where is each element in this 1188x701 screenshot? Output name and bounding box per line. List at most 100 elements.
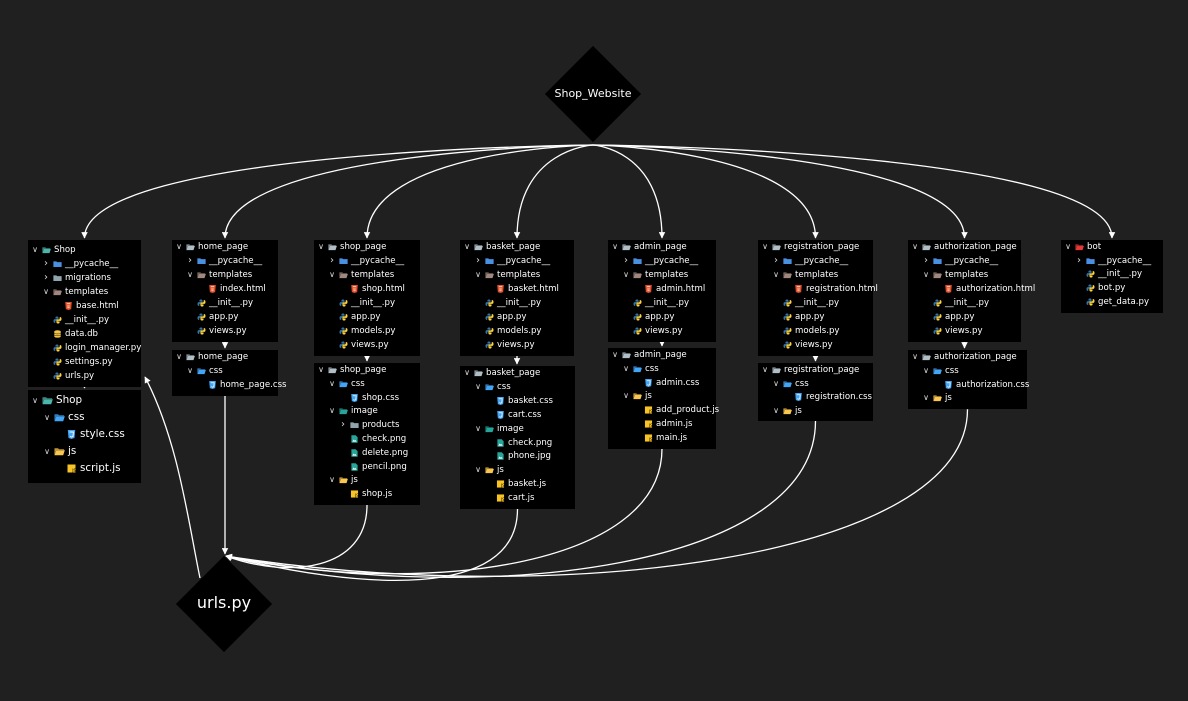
tree-row[interactable]: models.py — [314, 324, 420, 338]
chevron-down-icon[interactable]: ∨ — [923, 270, 929, 279]
tree-row[interactable]: shop.html — [314, 282, 420, 296]
tree-row[interactable]: ∨templates — [314, 268, 420, 282]
tree-row[interactable]: ∨js — [314, 473, 420, 487]
chevron-down-icon[interactable]: ∨ — [176, 352, 182, 361]
chevron-down-icon[interactable]: ∨ — [329, 270, 335, 279]
chevron-down-icon[interactable]: ∨ — [773, 405, 779, 415]
tree-row[interactable]: ›migrations — [28, 271, 141, 285]
tree-row[interactable]: ∨css — [460, 380, 575, 394]
chevron-down-icon[interactable]: ∨ — [923, 393, 929, 403]
tree-row[interactable]: ∨image — [314, 404, 420, 418]
tree-row[interactable]: ∨templates — [758, 268, 873, 282]
tree-row[interactable]: ›__pycache__ — [314, 254, 420, 268]
chevron-right-icon[interactable]: › — [774, 255, 778, 266]
tree-row[interactable]: ›__pycache__ — [1061, 254, 1163, 268]
tree-row[interactable]: views.py — [758, 338, 873, 352]
chevron-down-icon[interactable]: ∨ — [187, 270, 193, 279]
tree-row[interactable]: ∨shop_page — [314, 240, 420, 254]
tree-row[interactable]: ∨templates — [28, 285, 141, 299]
chevron-down-icon[interactable]: ∨ — [475, 381, 481, 391]
chevron-right-icon[interactable]: › — [1077, 254, 1081, 266]
tree-row[interactable]: views.py — [172, 324, 278, 338]
chevron-down-icon[interactable]: ∨ — [329, 406, 335, 416]
tree-row[interactable]: ∨templates — [460, 268, 574, 282]
tree-row[interactable]: ∨css — [314, 377, 420, 391]
chevron-down-icon[interactable]: ∨ — [329, 475, 335, 485]
chevron-down-icon[interactable]: ∨ — [762, 365, 768, 374]
chevron-down-icon[interactable]: ∨ — [762, 242, 768, 251]
tree-row[interactable]: ∨css — [172, 364, 278, 378]
chevron-down-icon[interactable]: ∨ — [623, 363, 629, 373]
chevron-down-icon[interactable]: ∨ — [187, 366, 193, 375]
tree-row[interactable]: ›__pycache__ — [908, 254, 1021, 268]
chevron-down-icon[interactable]: ∨ — [623, 270, 629, 279]
tree-row[interactable]: __init__.py — [172, 296, 278, 310]
tree-row[interactable]: ∨css — [908, 364, 1027, 378]
chevron-down-icon[interactable]: ∨ — [912, 352, 918, 361]
tree-row[interactable]: ∨basket_page — [460, 240, 574, 254]
tree-row[interactable]: views.py — [608, 324, 716, 338]
tree-row[interactable]: ∨image — [460, 422, 575, 436]
tree-row[interactable]: ›__pycache__ — [460, 254, 574, 268]
tree-row[interactable]: registration.css — [758, 390, 873, 404]
tree-row[interactable]: __init__.py — [28, 313, 141, 327]
tree-row[interactable]: ∨admin_page — [608, 348, 716, 362]
tree-row[interactable]: ∨admin_page — [608, 240, 716, 254]
chevron-right-icon[interactable]: › — [624, 255, 628, 266]
tree-row[interactable]: admin.html — [608, 282, 716, 296]
tree-row[interactable]: ∨bot — [1061, 240, 1163, 254]
tree-row[interactable]: app.py — [314, 310, 420, 324]
tree-row[interactable]: __init__.py — [314, 296, 420, 310]
chevron-down-icon[interactable]: ∨ — [44, 413, 50, 422]
tree-row[interactable]: models.py — [460, 324, 574, 338]
tree-row[interactable]: delete.png — [314, 446, 420, 460]
tree-row[interactable]: check.png — [314, 432, 420, 446]
chevron-right-icon[interactable]: › — [188, 255, 192, 266]
chevron-down-icon[interactable]: ∨ — [475, 423, 481, 433]
tree-row[interactable]: ∨authorization_page — [908, 240, 1021, 254]
tree-row[interactable]: authorization.html — [908, 282, 1035, 296]
chevron-down-icon[interactable]: ∨ — [912, 242, 918, 251]
tree-row[interactable]: ∨js — [28, 443, 141, 460]
tree-row[interactable]: data.db — [28, 327, 141, 341]
tree-row[interactable]: phone.jpg — [460, 449, 575, 463]
tree-row[interactable]: bot.py — [1061, 281, 1163, 295]
chevron-down-icon[interactable]: ∨ — [612, 350, 618, 359]
tree-row[interactable]: ∨registration_page — [758, 363, 873, 377]
tree-row[interactable]: __init__.py — [460, 296, 574, 310]
tree-row[interactable]: app.py — [908, 310, 1021, 324]
tree-row[interactable]: index.html — [172, 282, 278, 296]
tree-row[interactable]: ∨js — [758, 404, 873, 418]
tree-row[interactable]: ∨templates — [608, 268, 716, 282]
chevron-down-icon[interactable]: ∨ — [475, 270, 481, 279]
tree-row[interactable]: ∨js — [460, 463, 575, 477]
tree-row[interactable]: ∨css — [758, 377, 873, 391]
tree-row[interactable]: ∨js — [908, 391, 1027, 405]
tree-row[interactable]: app.py — [172, 310, 278, 324]
tree-row[interactable]: cart.css — [460, 408, 575, 422]
tree-row[interactable]: style.css — [28, 426, 141, 443]
tree-row[interactable]: check.png — [460, 436, 575, 450]
tree-row[interactable]: ∨templates — [908, 268, 1021, 282]
tree-row[interactable]: ›__pycache__ — [172, 254, 278, 268]
chevron-down-icon[interactable]: ∨ — [464, 368, 470, 377]
tree-row[interactable]: ∨home_page — [172, 350, 278, 364]
chevron-down-icon[interactable]: ∨ — [475, 465, 481, 475]
tree-row[interactable]: urls.py — [28, 369, 141, 383]
tree-row[interactable]: views.py — [908, 324, 1021, 338]
chevron-right-icon[interactable]: › — [44, 272, 48, 283]
chevron-down-icon[interactable]: ∨ — [176, 242, 182, 251]
chevron-down-icon[interactable]: ∨ — [623, 391, 629, 401]
tree-row[interactable]: __init__.py — [758, 296, 873, 310]
chevron-down-icon[interactable]: ∨ — [612, 242, 618, 251]
chevron-down-icon[interactable]: ∨ — [773, 378, 779, 388]
tree-row[interactable]: login_manager.py — [28, 341, 141, 355]
tree-row[interactable]: views.py — [460, 338, 574, 352]
tree-row[interactable]: ∨basket_page — [460, 366, 575, 380]
tree-row[interactable]: __init__.py — [1061, 267, 1163, 281]
